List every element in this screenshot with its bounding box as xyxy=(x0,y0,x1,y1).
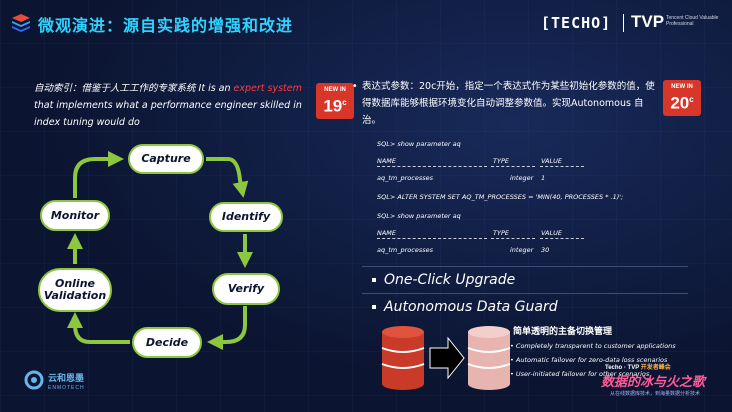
cycle-arrows xyxy=(67,151,253,350)
arrow-decide-online xyxy=(67,312,130,344)
bullet-square xyxy=(372,278,376,282)
event-brand-text: Techo · TVP xyxy=(605,365,640,371)
sql-header-type-1: TYPE xyxy=(493,157,509,165)
intro-suffix: that implements what a performance engin… xyxy=(34,100,302,128)
sql-row-type-2: integer xyxy=(510,246,534,254)
bullet-dot: • xyxy=(352,81,358,92)
techo-logo: [TECHO] xyxy=(541,14,612,32)
new-in-20c-badge: NEW IN 20c xyxy=(663,80,701,116)
sql-dash-value-1 xyxy=(540,166,584,167)
cycle-node-monitor: Monitor xyxy=(40,200,110,231)
event-brand: Techo · TVP 开发者峰会 xyxy=(605,362,671,371)
tvp-subtitle: Tencent Cloud Valuable Professional xyxy=(666,15,719,27)
sql-header-name-2: NAME xyxy=(377,229,397,237)
arrow-verify-decide xyxy=(207,306,247,350)
sql-row-type-1: integer xyxy=(510,174,534,182)
arrow-monitor-capture xyxy=(73,151,124,198)
sql-row-name-2: aq_tm_processes xyxy=(377,246,433,254)
sql-dash-type-2 xyxy=(491,238,535,239)
sql-alter-system: SQL> ALTER SYSTEM SET AQ_TM_PROCESSES = … xyxy=(377,193,624,201)
badge-label: NEW IN xyxy=(671,84,693,90)
intro-highlight: expert system xyxy=(233,83,302,94)
data-guard-text: Autonomous Data Guard xyxy=(384,299,558,315)
one-click-upgrade-bullet: One-Click Upgrade xyxy=(372,272,515,288)
data-guard-item: Automatic failover for zero-data loss sc… xyxy=(510,356,668,364)
cycle-node-verify: Verify xyxy=(212,273,280,305)
enmotech-logo-icon xyxy=(24,370,44,390)
cycle-node-capture: Capture xyxy=(128,144,204,174)
badge-version: 20c xyxy=(670,93,694,113)
stack-logo-icon xyxy=(12,14,30,32)
data-guard-title: 简单透明的主备切换管理 xyxy=(513,327,613,337)
cycle-node-decide: Decide xyxy=(132,327,202,358)
cycle-node-online-validation: Online Validation xyxy=(38,268,112,312)
primary-database-icon xyxy=(381,326,425,390)
data-guard-bullet: Autonomous Data Guard xyxy=(372,299,558,315)
failover-arrow-icon xyxy=(429,336,465,380)
sql-line-show-2: SQL> show parameter aq xyxy=(377,212,461,220)
expression-parameter-bullet: • 表达式参数：20c开始，指定一个表达式作为某些初始化参数的值，使得数据库能够… xyxy=(352,78,662,129)
separator-1 xyxy=(362,266,688,267)
data-guard-item: User-initiated failover for other scenar… xyxy=(510,370,649,378)
sql-dash-value-2 xyxy=(540,238,584,239)
sql-line-show-1: SQL> show parameter aq xyxy=(377,140,461,148)
enmotech-name-en: ENMOTECH xyxy=(48,385,85,391)
brand-divider xyxy=(623,14,624,32)
intro-prefix: 自动索引：借鉴于人工工作的专家系统 It is an xyxy=(34,83,234,94)
standby-database-icon xyxy=(467,326,511,390)
database-failover-graphic xyxy=(381,326,511,390)
badge-version: 19c xyxy=(323,96,347,116)
badge-label: NEW IN xyxy=(324,87,346,93)
event-subtitle: 从在线数据库技术，到海量数据分析技术 xyxy=(610,391,701,397)
bullet-square xyxy=(372,305,376,309)
cycle-node-identify: Identify xyxy=(209,202,283,232)
new-in-19c-badge: NEW IN 19c xyxy=(316,83,354,119)
sql-row-name-1: aq_tm_processes xyxy=(377,174,433,182)
separator-2 xyxy=(362,293,688,294)
expression-parameter-text: 表达式参数：20c开始，指定一个表达式作为某些初始化参数的值，使得数据库能够根据… xyxy=(362,81,655,126)
sql-header-name-1: NAME xyxy=(377,157,397,165)
arrow-capture-identify xyxy=(206,157,249,198)
sql-header-value-1: VALUE xyxy=(541,157,562,165)
enmotech-name-cn: 云和恩墨 xyxy=(48,374,85,384)
sql-row-value-2: 30 xyxy=(541,246,550,254)
sql-dash-name-2 xyxy=(377,238,487,239)
event-tag: 开发者峰会 xyxy=(640,365,671,371)
sql-row-value-1: 1 xyxy=(541,174,546,182)
sql-header-value-2: VALUE xyxy=(541,229,562,237)
tvp-logo: TVP xyxy=(631,12,665,31)
data-guard-item: Completely transparent to customer appli… xyxy=(510,342,676,350)
sql-header-type-2: TYPE xyxy=(493,229,509,237)
sql-dash-type-1 xyxy=(491,166,535,167)
slide-title: 微观演进：源自实践的增强和改进 xyxy=(38,16,294,35)
one-click-upgrade-text: One-Click Upgrade xyxy=(384,272,516,288)
event-title: 数据的冰与火之歌 xyxy=(601,375,706,390)
sql-dash-name-1 xyxy=(377,166,487,167)
auto-index-intro: 自动索引：借鉴于人工工作的专家系统 It is an expert system… xyxy=(34,80,309,131)
